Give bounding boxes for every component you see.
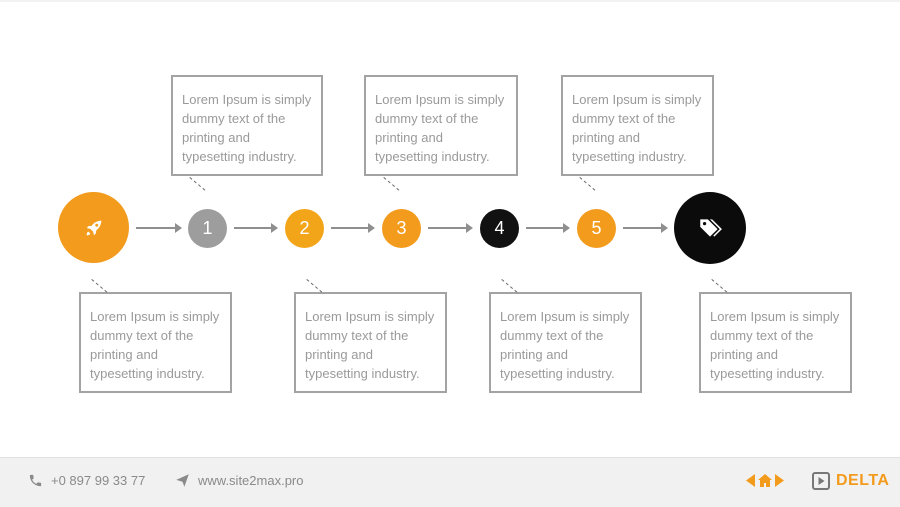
footer: +0 897 99 33 77 www.site2max.pro DELTA: [0, 457, 900, 507]
step-node: 2: [285, 209, 324, 248]
pointer-line: [306, 279, 323, 293]
flow-arrow: [136, 223, 182, 233]
slide-navigation: [746, 474, 784, 487]
step-number: 1: [202, 218, 213, 238]
paper-plane-icon: [176, 474, 189, 487]
step-number: 4: [494, 218, 505, 238]
callout-bottom-4: Lorem Ipsum is simply dummy text of the …: [699, 292, 852, 393]
footer-website[interactable]: www.site2max.pro: [175, 473, 303, 488]
step-node: 4: [480, 209, 519, 248]
phone-icon: [29, 474, 42, 487]
callout-bottom-3: Lorem Ipsum is simply dummy text of the …: [489, 292, 642, 393]
callout-text: Lorem Ipsum is simply dummy text of the …: [90, 309, 220, 381]
chevron-left-icon[interactable]: [746, 474, 755, 487]
step-number: 3: [396, 218, 407, 238]
flow-arrow: [623, 223, 668, 233]
step-node: 3: [382, 209, 421, 248]
pointer-line: [91, 279, 108, 293]
callout-text: Lorem Ipsum is simply dummy text of the …: [375, 92, 505, 164]
brand: DELTA: [812, 472, 889, 490]
brand-name: DELTA: [836, 472, 890, 489]
footer-phone: +0 897 99 33 77: [28, 473, 145, 488]
flow-arrow: [526, 223, 570, 233]
chevron-right-icon[interactable]: [775, 474, 784, 487]
callout-text: Lorem Ipsum is simply dummy text of the …: [182, 92, 312, 164]
pointer-line: [579, 177, 596, 191]
callout-text: Lorem Ipsum is simply dummy text of the …: [500, 309, 630, 381]
end-node: [674, 192, 746, 264]
flow-arrow: [428, 223, 473, 233]
flow-arrow: [234, 223, 278, 233]
step-node: 1: [188, 209, 227, 248]
pointer-line: [189, 177, 206, 191]
callout-text: Lorem Ipsum is simply dummy text of the …: [572, 92, 702, 164]
step-number: 5: [591, 218, 602, 238]
pointer-line: [383, 177, 400, 191]
start-node: [58, 192, 129, 263]
pointer-line: [501, 279, 518, 293]
callout-top-3: Lorem Ipsum is simply dummy text of the …: [561, 75, 714, 176]
top-divider: [0, 0, 900, 2]
tag-icon: [700, 219, 722, 237]
step-node: 5: [577, 209, 616, 248]
callout-bottom-2: Lorem Ipsum is simply dummy text of the …: [294, 292, 447, 393]
website-link[interactable]: www.site2max.pro: [198, 473, 304, 488]
home-icon[interactable]: [758, 474, 772, 487]
callout-text: Lorem Ipsum is simply dummy text of the …: [305, 309, 435, 381]
flow-arrow: [331, 223, 375, 233]
play-icon: [812, 472, 830, 490]
callout-text: Lorem Ipsum is simply dummy text of the …: [710, 309, 840, 381]
rocket-icon: [86, 220, 101, 235]
phone-number: +0 897 99 33 77: [51, 473, 146, 488]
callout-top-1: Lorem Ipsum is simply dummy text of the …: [171, 75, 323, 176]
step-number: 2: [299, 218, 310, 238]
callout-bottom-1: Lorem Ipsum is simply dummy text of the …: [79, 292, 232, 393]
callout-top-2: Lorem Ipsum is simply dummy text of the …: [364, 75, 518, 176]
pointer-line: [711, 279, 728, 293]
